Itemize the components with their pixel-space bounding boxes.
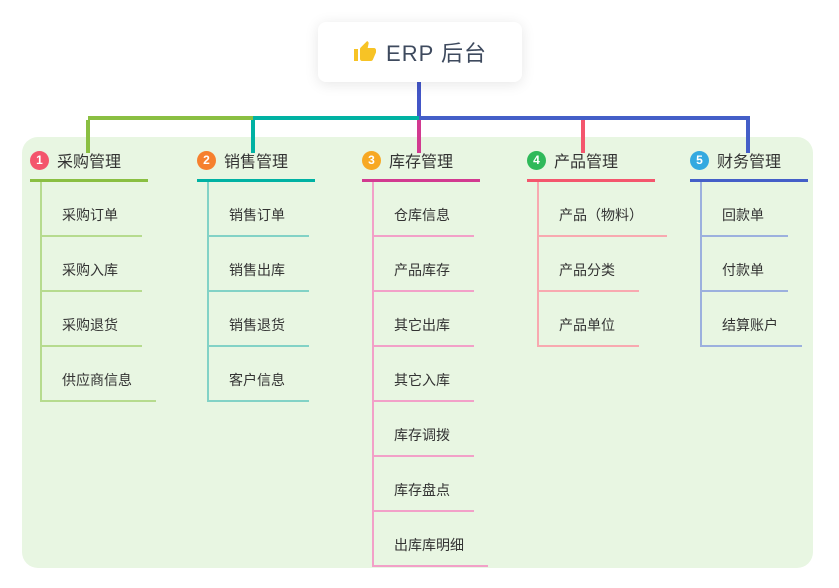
branch-1-child-1[interactable]: 采购订单: [42, 182, 156, 237]
child-node-label: 结算账户: [702, 315, 802, 347]
branch-2-child-3[interactable]: 销售退货: [209, 292, 315, 347]
root-stem-line: [417, 82, 421, 120]
connector-segment-2: [253, 116, 419, 120]
child-node-label: 销售出库: [209, 260, 309, 292]
branch-2-header[interactable]: 2 销售管理: [197, 148, 315, 182]
branch-drop-line-1: [86, 120, 90, 153]
branch-3-child-5[interactable]: 库存调拨: [374, 402, 488, 457]
branch-drop-line-5: [746, 120, 750, 153]
child-node-label: 采购订单: [42, 205, 142, 237]
branch-3-child-2[interactable]: 产品库存: [374, 237, 488, 292]
branch-4-children: 产品（物料） 产品分类产品单位: [537, 182, 667, 347]
branch-3-child-4[interactable]: 其它入库: [374, 347, 488, 402]
branch-2-number-badge: 2: [197, 150, 216, 170]
connector-segment-1: [88, 116, 253, 120]
child-node-label: 产品单位: [539, 315, 639, 347]
child-node-label: 供应商信息: [42, 370, 156, 402]
branch-4: 4 产品管理产品（物料） 产品分类产品单位: [527, 148, 667, 347]
child-node-label: 回款单: [702, 205, 788, 237]
branch-1-children: 采购订单采购入库采购退货供应商信息: [40, 182, 156, 402]
branch-3-children: 仓库信息产品库存其它出库其它入库库存调拨库存盘点出库库明细: [372, 182, 488, 567]
child-node-label: 采购入库: [42, 260, 142, 292]
child-node-label: 出库库明细: [374, 535, 488, 567]
child-node-label: 仓库信息: [374, 205, 474, 237]
thumbs-up-icon: [353, 40, 377, 64]
branch-5-children: 回款单付款单结算账户: [700, 182, 808, 347]
connector-segment-3: [419, 116, 750, 120]
child-node-label: 库存盘点: [374, 480, 474, 512]
branch-5-child-1[interactable]: 回款单: [702, 182, 808, 237]
branch-1-header[interactable]: 1 采购管理: [30, 148, 148, 182]
branch-5-label: 财务管理: [717, 154, 782, 171]
branch-1-child-4[interactable]: 供应商信息: [42, 347, 156, 402]
branch-2-child-1[interactable]: 销售订单: [209, 182, 315, 237]
branch-5-child-2[interactable]: 付款单: [702, 237, 808, 292]
child-node-label: 销售退货: [209, 315, 309, 347]
branch-drop-line-2: [251, 120, 255, 153]
branch-4-child-1[interactable]: 产品（物料）: [539, 182, 667, 237]
branch-4-label: 产品管理: [554, 154, 619, 171]
root-title: ERP 后台: [386, 41, 487, 66]
branch-3-child-1[interactable]: 仓库信息: [374, 182, 488, 237]
child-node-label: 其它出库: [374, 315, 474, 347]
branches-panel: [22, 137, 813, 568]
branch-3-child-7[interactable]: 出库库明细: [374, 512, 488, 567]
child-node-label: 客户信息: [209, 370, 309, 402]
branch-drop-line-3: [417, 120, 421, 153]
branch-2-label: 销售管理: [224, 154, 289, 171]
branch-1-number-badge: 1: [30, 150, 49, 170]
branch-2-child-2[interactable]: 销售出库: [209, 237, 315, 292]
branch-5-header[interactable]: 5 财务管理: [690, 148, 808, 182]
branch-4-header[interactable]: 4 产品管理: [527, 148, 655, 182]
branch-5-number-badge: 5: [690, 150, 709, 170]
child-node-label: 产品（物料）: [539, 205, 667, 237]
child-node-label: 销售订单: [209, 205, 309, 237]
branch-3-child-6[interactable]: 库存盘点: [374, 457, 488, 512]
branch-3: 3 库存管理仓库信息产品库存其它出库其它入库库存调拨库存盘点出库库明细: [362, 148, 488, 567]
branch-drop-line-4: [581, 120, 585, 153]
branch-4-child-3[interactable]: 产品单位: [539, 292, 667, 347]
child-node-label: 库存调拨: [374, 425, 474, 457]
child-node-label: 其它入库: [374, 370, 474, 402]
branch-1: 1 采购管理采购订单采购入库采购退货供应商信息: [30, 148, 156, 402]
branch-5: 5 财务管理回款单付款单结算账户: [690, 148, 808, 347]
branch-5-child-3[interactable]: 结算账户: [702, 292, 808, 347]
branch-3-number-badge: 3: [362, 150, 381, 170]
branch-1-child-3[interactable]: 采购退货: [42, 292, 156, 347]
branch-2-children: 销售订单销售出库销售退货客户信息: [207, 182, 315, 402]
child-node-label: 产品库存: [374, 260, 474, 292]
branch-4-child-2[interactable]: 产品分类: [539, 237, 667, 292]
branch-3-child-3[interactable]: 其它出库: [374, 292, 488, 347]
child-node-label: 采购退货: [42, 315, 142, 347]
branch-1-child-2[interactable]: 采购入库: [42, 237, 156, 292]
branch-2-child-4[interactable]: 客户信息: [209, 347, 315, 402]
branch-1-label: 采购管理: [57, 154, 122, 171]
root-node[interactable]: ERP 后台: [318, 22, 522, 82]
child-node-label: 付款单: [702, 260, 788, 292]
child-node-label: 产品分类: [539, 260, 639, 292]
branch-4-number-badge: 4: [527, 150, 546, 170]
branch-3-header[interactable]: 3 库存管理: [362, 148, 480, 182]
branch-2: 2 销售管理销售订单销售出库销售退货客户信息: [197, 148, 315, 402]
branch-3-label: 库存管理: [389, 154, 454, 171]
